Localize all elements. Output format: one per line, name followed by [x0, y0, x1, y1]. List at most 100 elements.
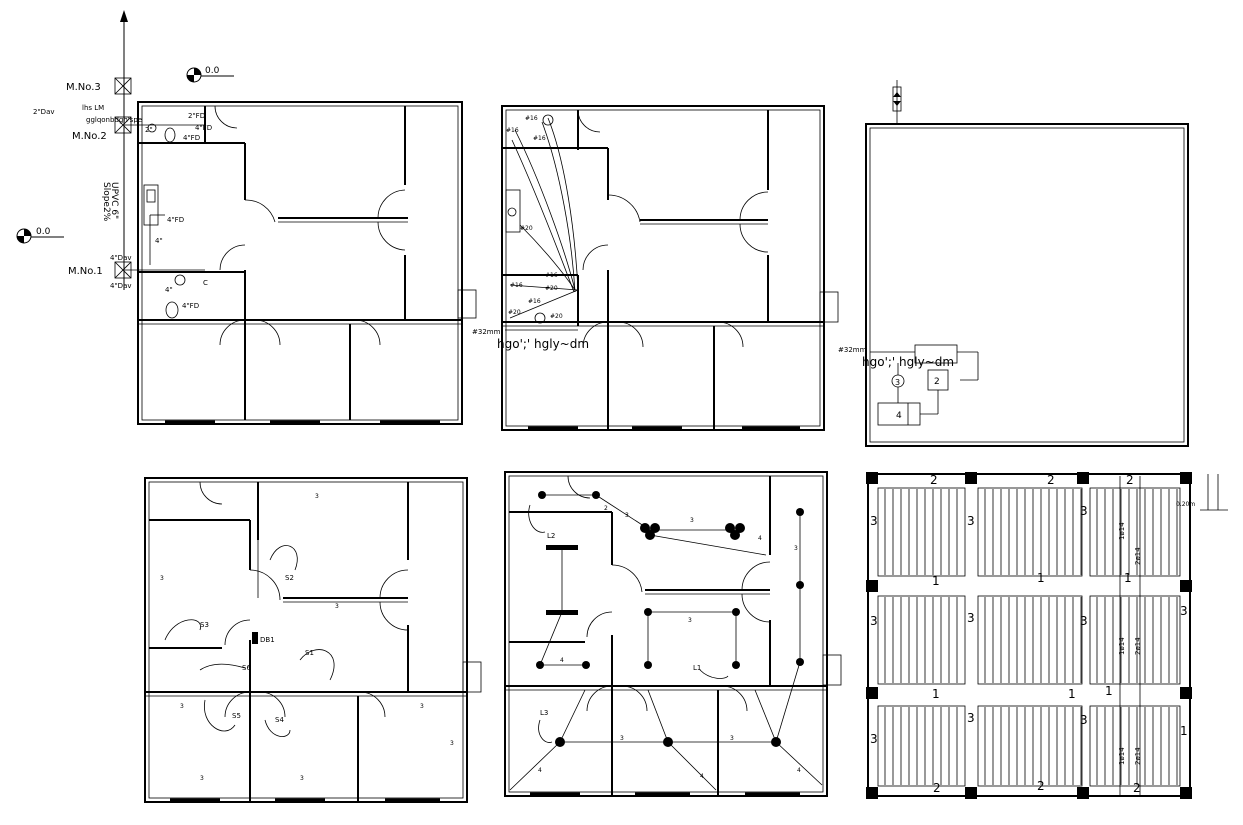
switch-label-s4: S4 [275, 716, 284, 724]
wire-count-2: 3 [335, 603, 339, 610]
circuit-label-l2: L2 [547, 532, 555, 540]
light-wire-count-8: 3 [730, 735, 734, 742]
rebar-note-1: 1ø14 [1118, 522, 1126, 540]
beam-mark-bottom-2: 2 [1037, 779, 1045, 793]
elevation-label-top: 0.0 [205, 66, 220, 76]
wire-count-1: 3 [315, 493, 319, 500]
manhole-label-2: M.No.2 [72, 131, 107, 142]
upvc-note: UPVC 6" [109, 182, 119, 219]
slab-rib-panels [877, 487, 1181, 787]
pipe-tag-5: #16 [545, 272, 558, 279]
water-inlet-label: #32mm [472, 328, 501, 336]
pipe-tag-1: #16 [525, 115, 538, 122]
slab-plan: 0.20m 2 2 2 2 2 2 3 3 3 3 3 3 3 3 3 3 1 … [866, 472, 1228, 799]
beam-mark-h-5: 1 [1068, 687, 1076, 701]
slab-panel [1089, 487, 1181, 577]
circuit-wiring [509, 494, 823, 791]
light-wire-count-6: 4 [560, 657, 564, 664]
beam-mark-mid-5: 3 [1080, 614, 1088, 628]
slab-panel [1089, 595, 1181, 685]
wire-count-7: 3 [420, 703, 424, 710]
pipe-label-4dav-b: 4"Dav [110, 282, 132, 290]
pipe-tag-8: #16 [528, 298, 541, 305]
manhole-label-3: M.No.3 [66, 82, 101, 93]
light-wire-count-3: 4 [758, 535, 762, 542]
beam-mark-mid-1: 3 [967, 514, 975, 528]
beam-mark-left-3: 3 [870, 732, 878, 746]
circuit-label-l1: L1 [693, 664, 701, 672]
tank-plan: #32mm hgo';' hgly~dm 3 2 4 [838, 80, 1189, 447]
elevation-marker-left: 0.0 [16, 227, 64, 244]
tube-light-icon [546, 545, 578, 550]
slab-panel [1089, 705, 1181, 787]
light-wire-count-5: 3 [688, 617, 692, 624]
slab-panel [877, 487, 966, 577]
beam-mark-h-3: 1 [1124, 571, 1132, 585]
beam-mark-top-2: 2 [1047, 473, 1055, 487]
slab-panel [977, 487, 1083, 577]
tank-item-3: 3 [895, 378, 900, 387]
rebar-note-5: 1ø14 [1118, 747, 1126, 765]
rebar-note-6: 2ø14 [1134, 747, 1142, 765]
fixture-label-2: 4"FD [167, 216, 184, 224]
switch-plan: S1 S2 S3 S4 S5 S6 DB1 3 3 3 3 3 3 3 3 [144, 477, 482, 803]
manhole-3 [114, 77, 132, 95]
switch-label-s6: S6 [242, 664, 251, 672]
pipe-tag-7: #20 [545, 285, 558, 292]
pipe-tag-4: #20 [520, 225, 533, 232]
fixture-label-3: 4"FD [182, 302, 199, 310]
fixture-label-7: C [203, 279, 208, 287]
elevation-label-left: 0.0 [36, 227, 51, 237]
beam-mark-mid-6: 3 [1080, 713, 1088, 727]
water-supply-plan: #16 #16 #16 #20 #16 #16 #20 #16 #20 #20 … [472, 105, 839, 431]
light-wire-count-2: 3 [690, 517, 694, 524]
pipe-tag-9: #20 [508, 309, 521, 316]
tank-box [914, 344, 958, 364]
slab-panel [977, 595, 1083, 685]
plumbing-note-2: gglqonbdgh'spe [86, 116, 142, 124]
beam-mark-right-1: 3 [1180, 604, 1188, 618]
tank-inlet-note: hgo';' hgly~dm [862, 355, 954, 369]
beam-mark-h-1: 1 [932, 574, 940, 588]
fixture-label-1: 4"FD [195, 124, 212, 132]
switch-label-s3: S3 [200, 621, 209, 629]
beam-mark-top-3: 2 [1126, 473, 1134, 487]
slab-panel [977, 705, 1083, 787]
light-wire-count-10: 4 [700, 773, 704, 780]
switch-label-s5: S5 [232, 712, 241, 720]
beam-mark-h-7: 1 [1180, 724, 1188, 738]
beam-mark-mid-2: 3 [967, 611, 975, 625]
rebar-note-4: 2ø14 [1134, 637, 1142, 655]
switch-label-s2: S2 [285, 574, 294, 582]
fixture-label-5: 4" [155, 237, 163, 245]
distribution-board-icon [252, 632, 258, 644]
manhole-label-1: M.No.1 [68, 266, 103, 277]
lighting-plan: L1 L2 L3 3 3 4 3 3 4 3 3 4 4 4 2 [504, 471, 842, 797]
beam-mark-h-2: 1 [1037, 571, 1045, 585]
section-note: 0.20m [1176, 501, 1195, 508]
wire-count-6: 3 [300, 775, 304, 782]
light-wire-count-12: 2 [604, 505, 608, 512]
light-wire-count-4: 3 [794, 545, 798, 552]
tank-item-4: 4 [896, 411, 902, 421]
fixture-label-4: 2"FD [188, 112, 205, 120]
beam-mark-h-4: 1 [932, 687, 940, 701]
beam-mark-mid-4: 3 [1080, 504, 1088, 518]
wire-count-5: 3 [200, 775, 204, 782]
slab-panel [877, 705, 966, 787]
rebar-note-2: 2ø14 [1134, 547, 1142, 565]
wire-count-3: 3 [160, 575, 164, 582]
water-inlet-note: hgo';' hgly~dm [497, 337, 589, 351]
pipe-tag-10: #20 [550, 313, 563, 320]
circuit-label-l3: L3 [540, 709, 548, 717]
slope-note: Slope2% [101, 182, 111, 222]
pipe-tag-6: #16 [510, 282, 523, 289]
light-wire-count-1: 3 [625, 512, 629, 519]
manhole-1 [114, 261, 132, 279]
beam-mark-top-1: 2 [930, 473, 938, 487]
beam-mark-mid-3: 3 [967, 711, 975, 725]
beam-mark-bottom-3: 2 [1133, 781, 1141, 795]
pipe-tag-3: #16 [533, 135, 546, 142]
beam-mark-h-6: 1 [1105, 684, 1113, 698]
